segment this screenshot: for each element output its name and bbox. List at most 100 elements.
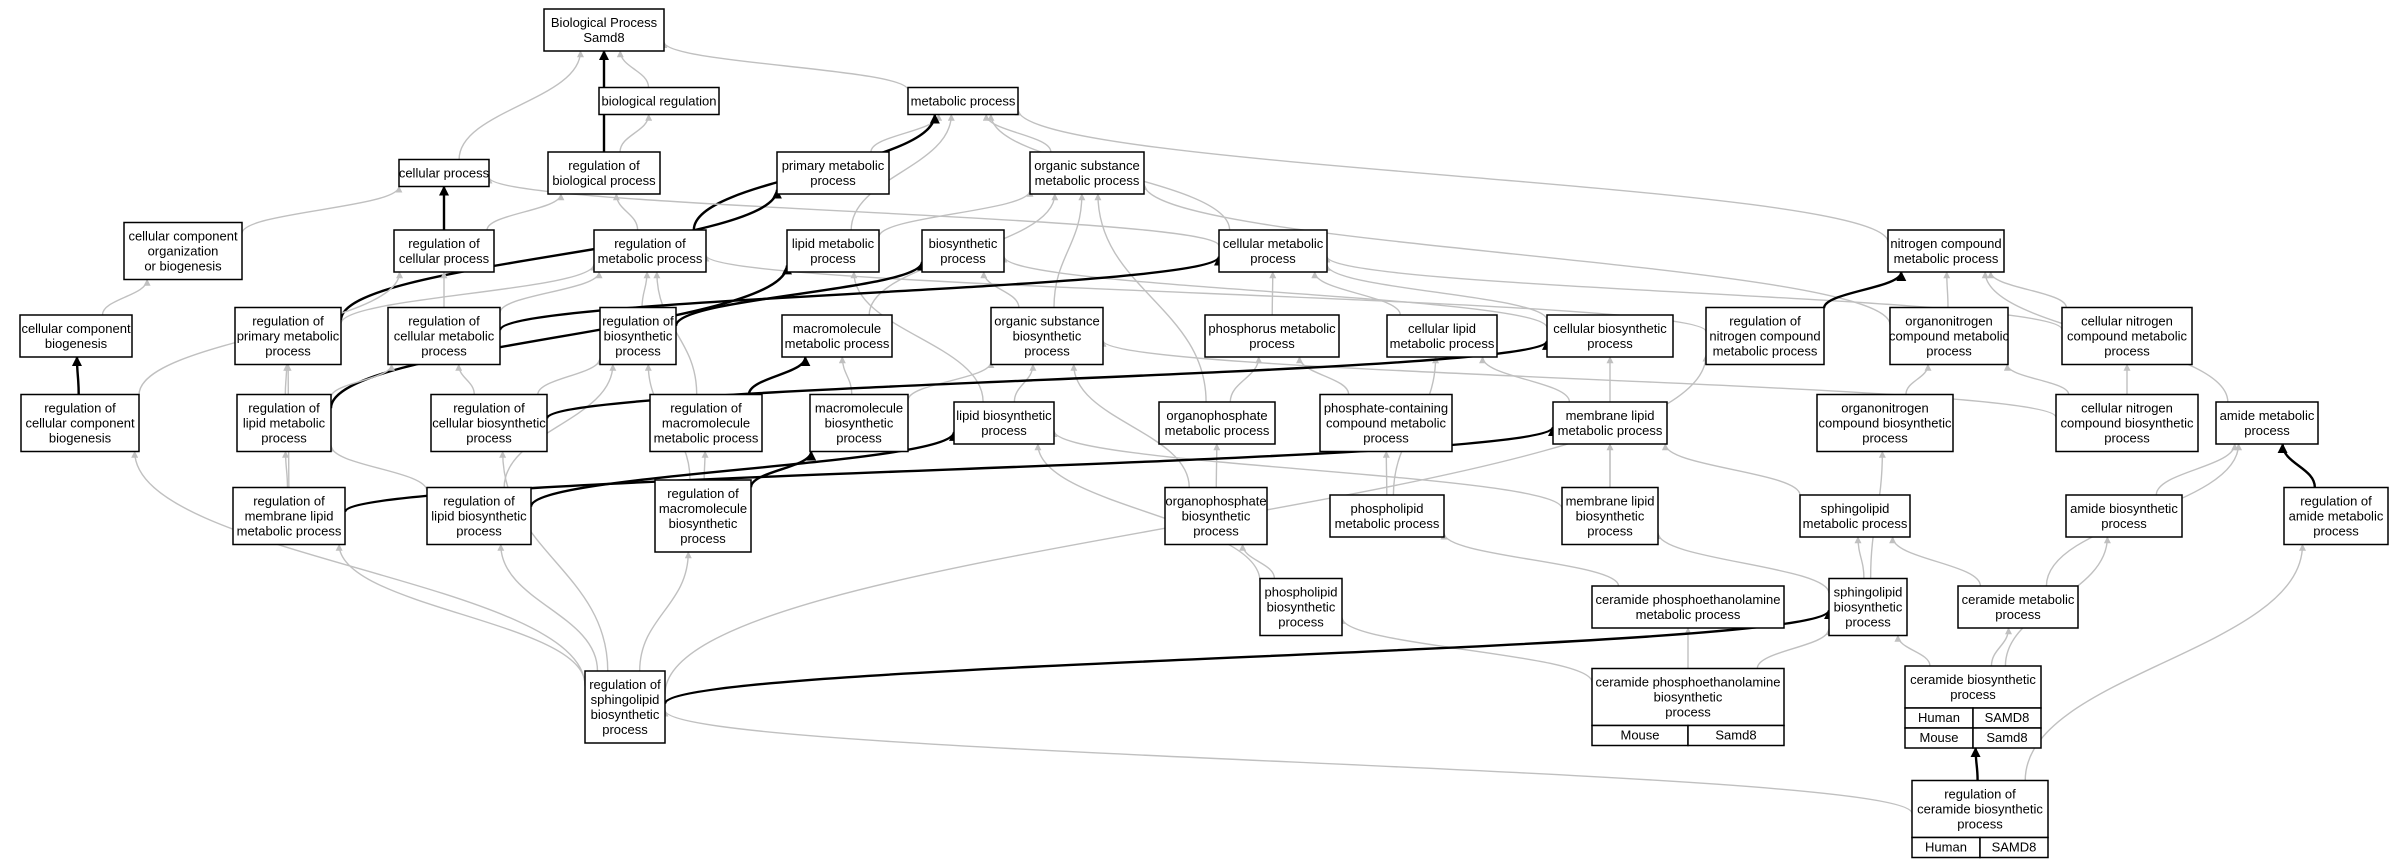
go-term-label-line: macromolecule [662,416,750,431]
go-term-label-line: metabolic process [654,431,759,446]
go-term-label-line: organic substance [994,314,1100,329]
go-term-label-line: regulation of [2300,494,2372,509]
go-term-label-line: metabolic process [1803,516,1908,531]
go-term-node-metab[interactable]: metabolic process [907,86,1019,116]
go-term-box [2215,401,2319,445]
go-term-label-line: metabolic process [1035,173,1140,188]
go-term-box [1828,577,1908,637]
edge-memlipbio-to-lipidbio [1050,429,1563,509]
edge-regmacrobio-to-macrobio [749,450,817,488]
go-term-label-line: regulation of [453,401,525,416]
edge-regcell-to-regbio [486,193,565,231]
go-term-label-line: cellular biosynthetic [1553,321,1667,336]
edge-regsphingo-to-regmemlip [335,543,586,685]
go-term-label-line: primary metabolic [782,158,885,173]
go-term-node-regsphingo[interactable]: regulation ofsphingolipidbiosyntheticpro… [584,670,666,744]
go-term-label-line: metabolic process [237,524,342,539]
edge-regbio-to-bioreg [619,113,653,153]
go-term-label-line: process [265,344,311,359]
go-term-node-cerpebio[interactable]: ceramide phosphoethanolaminebiosynthetic… [1591,667,1785,747]
go-term-label-line: metabolic process [1713,344,1818,359]
edge-regprim-to-regmet [340,263,598,324]
gene-cell: Samd8 [1972,727,2042,749]
edge-regcellbio-to-regcellmet [455,363,475,395]
edge-phosmet-to-cellmet [1269,271,1277,316]
go-term-box [1816,393,1954,453]
go-term-node-regmacrobio[interactable]: regulation ofmacromoleculebiosyntheticpr… [654,479,752,553]
edge-regprim-to-primary [339,188,782,321]
edge-regsphingo-to-regccb [131,450,586,687]
go-term-label-line: process [1587,336,1633,351]
go-term-label-line: ceramide phosphoethanolamine [1595,675,1780,690]
go-term-label-line: regulation of [1944,787,2016,802]
go-term-node-cellproc[interactable]: cellular process [398,158,490,188]
edge-amidebio-to-amide [2155,443,2239,496]
go-term-box [387,306,501,366]
go-term-node-bioreg[interactable]: biological regulation [598,86,720,116]
go-term-box [921,229,1005,273]
go-term-box [1552,401,1668,445]
go-term-label-line: metabolic process [1335,516,1440,531]
go-term-box [1889,306,2009,366]
go-term-label-line: compound metabolic [1889,329,2009,344]
go-term-label-line: process [1363,431,1409,446]
edge-regnitro-to-nitro [1822,271,1907,309]
go-term-label-line: process [466,431,512,446]
edge-cerbio-to-cermet [1990,627,2013,667]
edge-ccob-to-cellproc [241,185,403,234]
go-term-label-line: process [1250,251,1296,266]
go-term-label-line: process [940,251,986,266]
go-term-label-line: regulation of [248,401,320,416]
